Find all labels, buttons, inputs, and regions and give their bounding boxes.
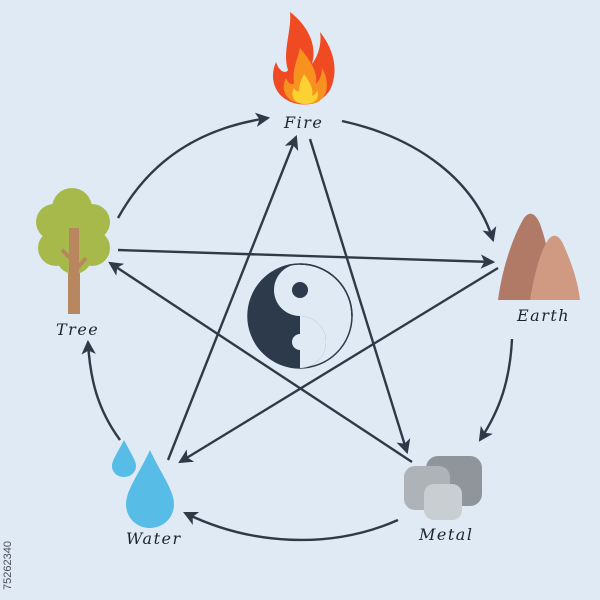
arrow-water-to-tree [81, 339, 121, 441]
arrow-tree-to-earth [117, 248, 496, 269]
arrow-earth-to-water [178, 266, 499, 464]
label-fire: Fire [283, 113, 323, 132]
arrow-metal-to-water [183, 511, 399, 542]
yin-yang-icon [247, 263, 353, 369]
label-tree: Tree [56, 320, 99, 339]
arrow-metal-to-tree [108, 261, 413, 464]
tree-icon [36, 188, 110, 314]
label-water: Water [126, 529, 182, 548]
image-id-text: 75262340 [2, 541, 14, 590]
mountain-icon [498, 213, 580, 300]
arrow-water-to-fire [166, 134, 299, 461]
flame-icon [272, 12, 335, 105]
arrow-fire-to-metal [308, 138, 411, 455]
label-metal: Metal [418, 525, 473, 544]
arrow-fire-to-earth [341, 119, 497, 243]
arrow-tree-to-fire [116, 112, 271, 219]
metal-stones-icon [404, 456, 482, 520]
arrow-earth-to-metal [478, 338, 514, 442]
water-drops-icon [112, 440, 174, 528]
label-earth: Earth [516, 306, 570, 325]
